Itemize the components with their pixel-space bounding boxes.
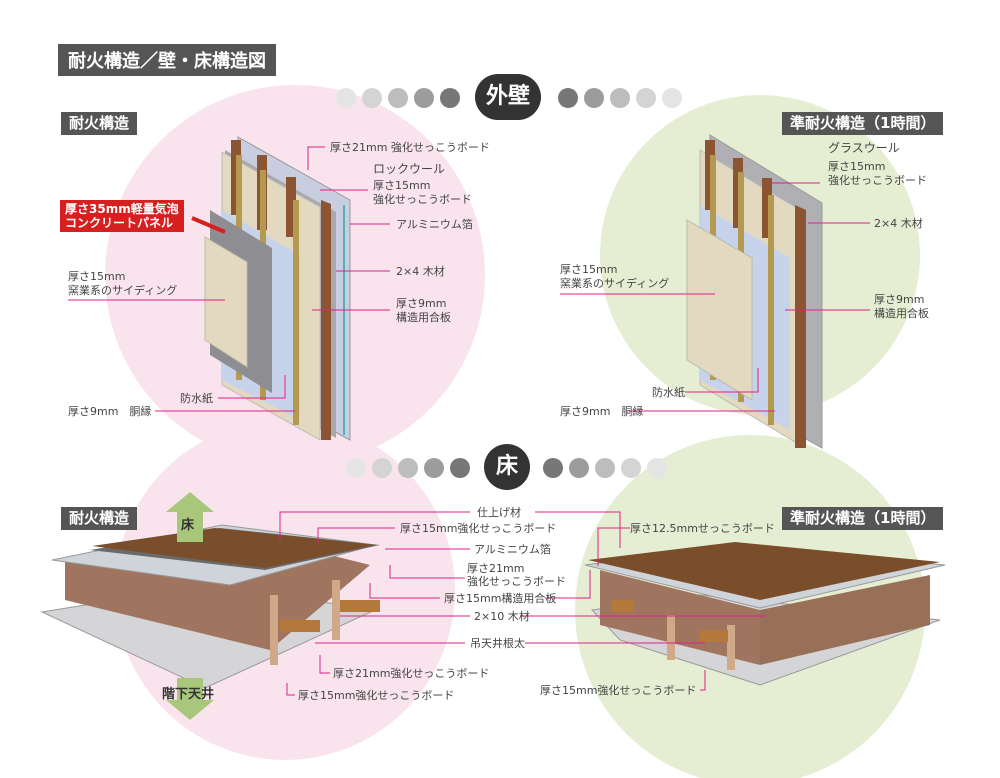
section-badge-wall: 外壁 — [475, 74, 541, 120]
label: 構造用合板 — [874, 307, 929, 320]
label: 厚さ21mm 強化せっこうボード — [330, 141, 490, 154]
floor-right-illustration — [584, 542, 946, 686]
label: 厚さ15mm — [828, 160, 886, 173]
label: ロックウール — [373, 162, 446, 176]
up-arrow-label: 床 — [181, 518, 195, 533]
label: グラスウール — [828, 141, 900, 155]
up-arrow-icon — [166, 492, 214, 542]
wall-left-illustration — [204, 136, 351, 441]
label: 構造用合板 — [396, 311, 451, 324]
label: 仕上げ材 — [477, 506, 521, 519]
label: 厚さ15mm強化せっこうボード — [540, 684, 697, 697]
label: 厚さ15mm強化せっこうボード — [298, 689, 455, 702]
label: 強化せっこうボード — [467, 575, 566, 588]
label: 厚さ12.5mmせっこうボード — [630, 522, 775, 535]
label: 厚さ9mm — [396, 297, 447, 310]
dots-left-wall — [336, 88, 460, 108]
label: 厚さ15mm強化せっこうボード — [400, 522, 557, 535]
tag-floor-fireproof: 耐火構造 — [61, 507, 138, 530]
label: 厚さ15mm構造用合板 — [444, 592, 557, 605]
down-arrow-icon — [166, 678, 214, 720]
label: 厚さ9mm 胴縁 — [560, 405, 644, 418]
dots-right-wall — [558, 88, 682, 108]
label: アルミニウム箔 — [474, 543, 551, 556]
highlight-alc-panel: 厚さ35mm軽量気泡コンクリートパネル — [60, 200, 184, 232]
tag-floor-quasi-fireproof: 準耐火構造（1時間） — [782, 507, 944, 530]
label: 強化せっこうボード — [828, 174, 927, 187]
leader-lines — [68, 146, 870, 696]
dots-right-floor — [543, 458, 667, 478]
wall-right-illustration — [686, 134, 823, 449]
dots-left-floor — [346, 458, 470, 478]
label: 厚さ15mm — [68, 270, 126, 283]
down-arrow-label: 階下天井 — [162, 687, 215, 702]
label: 2×10 木材 — [474, 610, 530, 623]
floor-arrows — [166, 492, 214, 720]
label: 2×4 木材 — [874, 217, 923, 230]
label: 強化せっこうボード — [373, 193, 472, 206]
label: 防水紙 — [652, 386, 685, 399]
label: 厚さ21mm強化せっこうボード — [333, 667, 490, 680]
label: 防水紙 — [180, 392, 213, 405]
label: アルミニウム箔 — [396, 218, 473, 231]
label: 窯業系のサイディング — [560, 277, 670, 290]
section-badge-floor: 床 — [484, 444, 530, 490]
tag-wall-fireproof: 耐火構造 — [61, 112, 138, 135]
page-title: 耐火構造／壁・床構造図 — [58, 44, 276, 76]
label: 2×4 木材 — [396, 265, 445, 278]
floor-left-illustration — [40, 524, 380, 689]
label: 窯業系のサイディング — [68, 284, 178, 297]
label: 厚さ21mm — [467, 562, 525, 575]
tag-wall-quasi-fireproof: 準耐火構造（1時間） — [782, 112, 944, 135]
label: 吊天井根太 — [470, 637, 525, 650]
label: 厚さ9mm 胴縁 — [68, 405, 152, 418]
label: 厚さ9mm — [874, 293, 925, 306]
label: 厚さ15mm — [560, 263, 618, 276]
label: 厚さ15mm — [373, 179, 431, 192]
